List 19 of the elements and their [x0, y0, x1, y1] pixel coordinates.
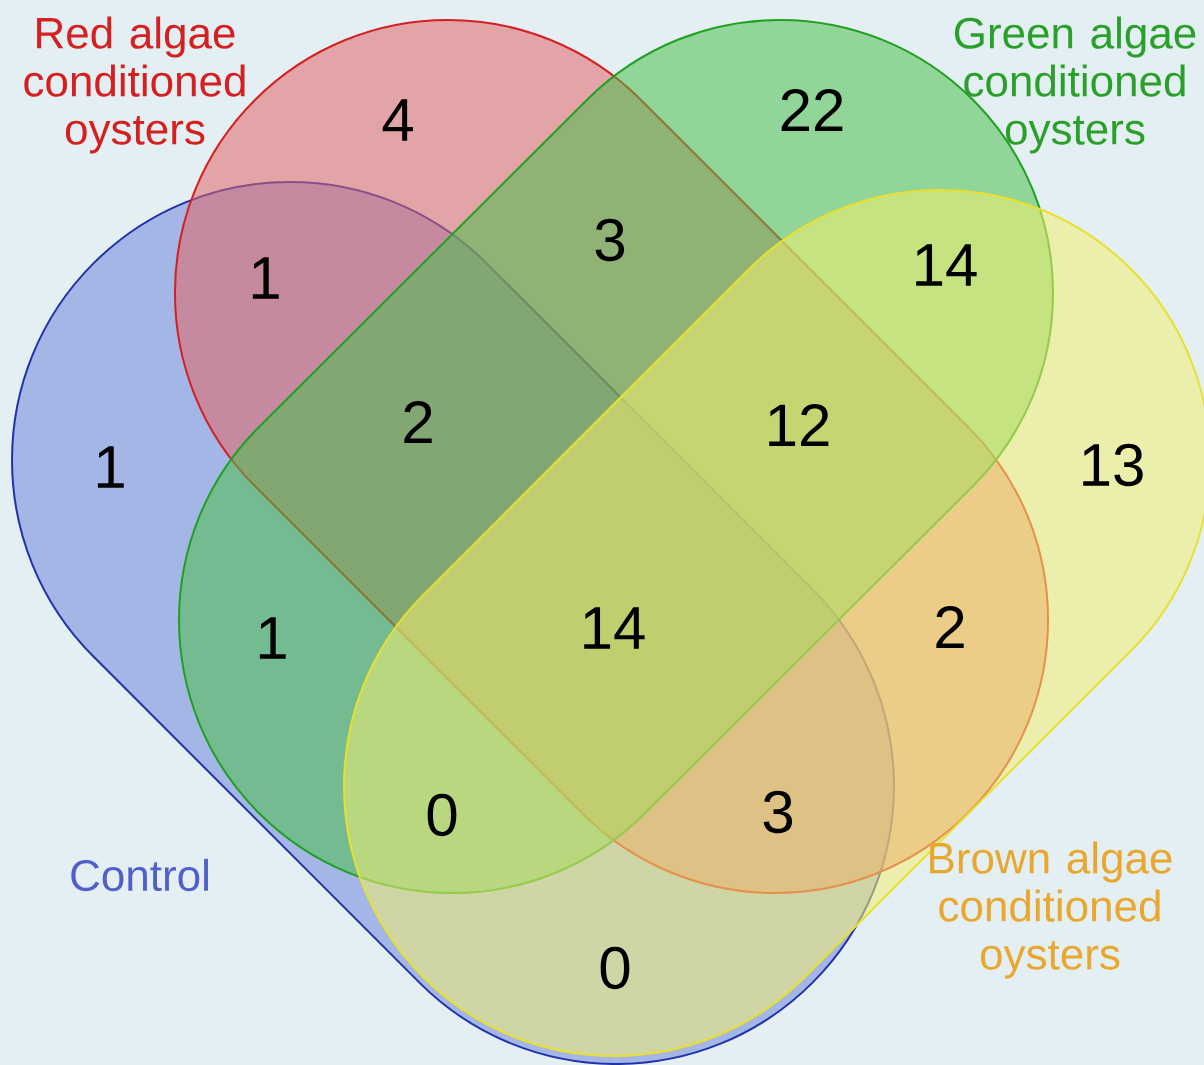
region-count: 2 — [936, 606, 964, 648]
region-count: 0 — [600, 946, 630, 990]
region-count: 1 — [97, 446, 124, 488]
region-count: 14 — [584, 607, 645, 649]
set-label: Control — [71, 858, 208, 892]
region-count: 14 — [916, 244, 977, 286]
region-count: 3 — [595, 218, 625, 262]
region-count: 3 — [763, 790, 793, 834]
region-count: 12 — [769, 404, 829, 446]
set-label: Red algae conditioned oysters — [24, 16, 245, 154]
region-count: 22 — [781, 89, 843, 131]
set-label: Green algae conditioned oysters — [954, 16, 1196, 154]
region-count: 0 — [427, 793, 457, 837]
set-label: Brown algae conditioned oysters — [930, 841, 1172, 979]
region-count: 4 — [382, 99, 413, 141]
region-count: 13 — [1083, 443, 1143, 487]
region-count: 2 — [404, 401, 432, 443]
region-count: 1 — [259, 617, 286, 659]
region-count: 1 — [252, 257, 279, 299]
